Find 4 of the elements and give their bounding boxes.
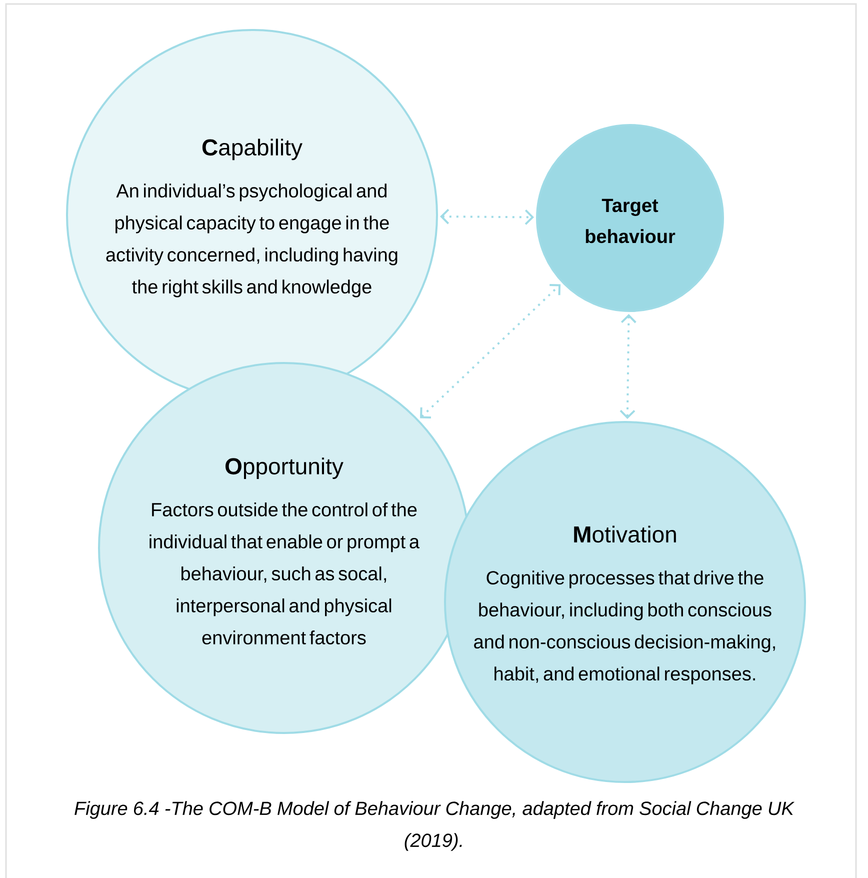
caption: Figure 6.4 -The COM-B Model of Behaviour Change, adapted from Social Change UK (2019).	[74, 801, 795, 851]
arrow	[620, 314, 636, 420]
arrow	[420, 284, 561, 419]
arrow	[440, 208, 534, 225]
